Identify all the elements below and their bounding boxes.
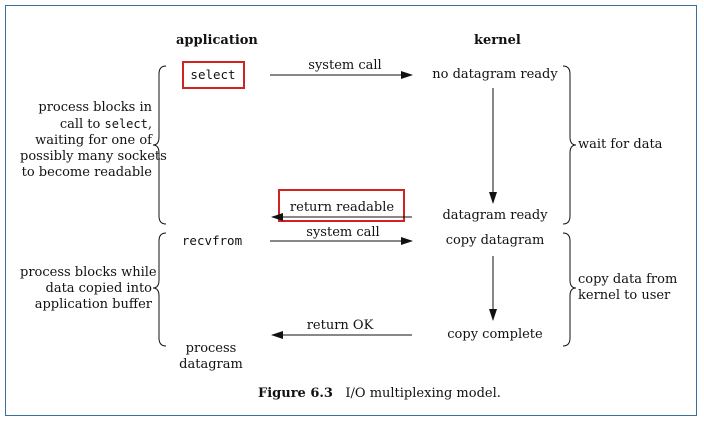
left-note-2-line-1: process blocks while	[20, 265, 157, 280]
process-datagram-line-1: process	[185, 341, 237, 356]
left-note-blocks-copy: process blocks while data copied into ap…	[20, 265, 157, 313]
left-note-1-line-3: waiting for one of	[35, 133, 152, 148]
right-brace-1	[562, 65, 577, 225]
copy-data-note-line-2: kernel to user	[578, 288, 671, 303]
return-ok-label: return OK	[306, 318, 374, 333]
system-call-label-2: system call	[306, 225, 380, 240]
figure-title: I/O multiplexing model.	[345, 386, 501, 401]
copy-data-note: copy data from kernel to user	[578, 272, 677, 304]
select-call-label: select	[190, 67, 236, 82]
left-brace-2	[152, 232, 167, 347]
left-note-1-line-4: possibly many sockets	[20, 149, 167, 164]
left-note-2-line-2: data copied into	[45, 281, 153, 296]
left-note-1-line-5: to become readable	[21, 165, 152, 180]
application-header: application	[176, 33, 258, 48]
return-readable-highlight-box	[278, 189, 405, 222]
wait-for-data-label: wait for data	[578, 137, 663, 152]
copy-data-note-line-1: copy data from	[578, 272, 678, 287]
datagram-ready-label: datagram ready	[442, 208, 548, 223]
left-note-1-call-code: select	[104, 117, 148, 131]
copy-datagram-label: copy datagram	[445, 233, 545, 248]
left-brace-1	[152, 65, 167, 225]
left-note-1-line-2: call to select,	[20, 116, 152, 133]
kernel-header: kernel	[474, 33, 521, 48]
copy-complete-label: copy complete	[447, 327, 543, 342]
system-call-label-1: system call	[308, 58, 382, 73]
left-note-1-call-prefix: call to	[59, 117, 105, 132]
process-datagram-label: process datagram	[178, 341, 244, 373]
left-note-1-call-suffix: ,	[147, 117, 152, 132]
right-brace-2	[562, 232, 577, 347]
no-datagram-ready-label: no datagram ready	[432, 67, 558, 82]
left-note-2-line-3: application buffer	[34, 297, 152, 312]
figure-caption: Figure 6.3 I/O multiplexing model.	[258, 386, 501, 401]
left-note-1-line-1: process blocks in	[38, 100, 152, 115]
figure-number: Figure 6.3	[258, 386, 333, 401]
recvfrom-call-label: recvfrom	[181, 233, 243, 248]
process-datagram-line-2: datagram	[179, 357, 243, 372]
return-readable-label: return readable	[289, 200, 395, 215]
select-highlight-box	[182, 61, 245, 89]
figure-frame	[5, 5, 697, 416]
left-note-blocks-select: process blocks in call to select, waitin…	[20, 100, 167, 181]
